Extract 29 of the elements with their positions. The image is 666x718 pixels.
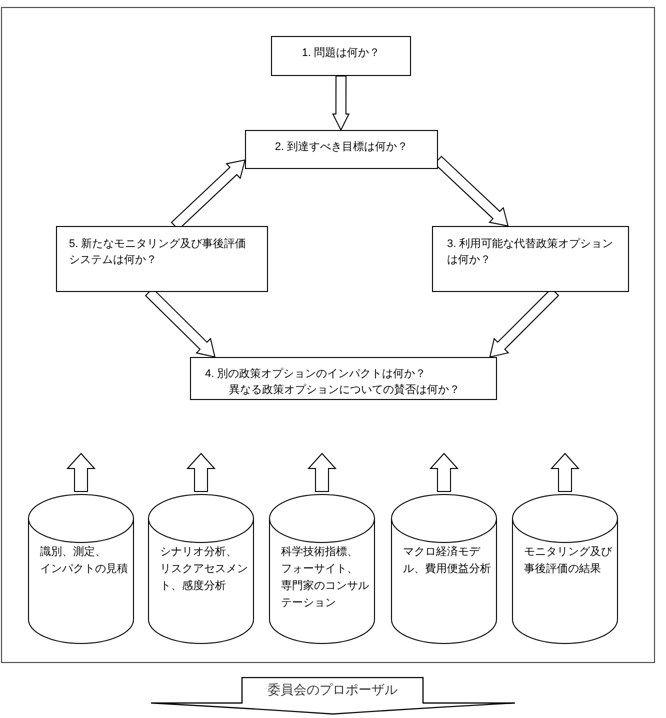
data-cylinder xyxy=(148,494,254,644)
node-label: シナリオ分析、リスクアセスメント、感度分析 xyxy=(160,545,248,594)
data-cylinder xyxy=(269,494,375,644)
node-label: 5. 新たなモニタリング及び事後評価システムは何か？ xyxy=(69,236,248,268)
data-cylinder xyxy=(28,494,134,644)
node-label: 3. 利用可能な代替政策オプションは何か？ xyxy=(447,236,614,268)
down-arrow-callout xyxy=(150,677,516,715)
node-label: モニタリング及び事後評価の結果 xyxy=(524,545,612,577)
process-box xyxy=(432,226,629,292)
node-label: 異なる政策オプションについての賛否は何か？ xyxy=(228,382,461,398)
data-cylinder xyxy=(512,494,618,644)
block-arrow xyxy=(66,452,96,492)
node-label: 4. 別の政策オプションのインパクトは何か？ xyxy=(205,366,428,382)
node-label: 科学技術指標、フォーサイト、専門家のコンサルテーション xyxy=(281,545,369,611)
node-label: 2. 到達すべき目標は何か？ xyxy=(274,140,410,155)
data-cylinder xyxy=(391,494,497,644)
block-arrow xyxy=(550,452,580,492)
process-box xyxy=(56,226,268,292)
node-label: マクロ経済モデル、費用便益分析 xyxy=(403,544,491,577)
node-label: 1. 問題は何か？ xyxy=(300,46,382,61)
process-box xyxy=(245,130,438,169)
process-box xyxy=(271,36,411,76)
block-arrow xyxy=(332,76,350,132)
block-arrow xyxy=(186,452,216,492)
block-arrow xyxy=(307,452,337,492)
block-arrow xyxy=(429,452,459,492)
node-label: 識別、測定、インパクトの見積 xyxy=(40,544,128,577)
node-label: 委員会のプロポーザル xyxy=(266,682,398,698)
process-box xyxy=(190,357,497,400)
